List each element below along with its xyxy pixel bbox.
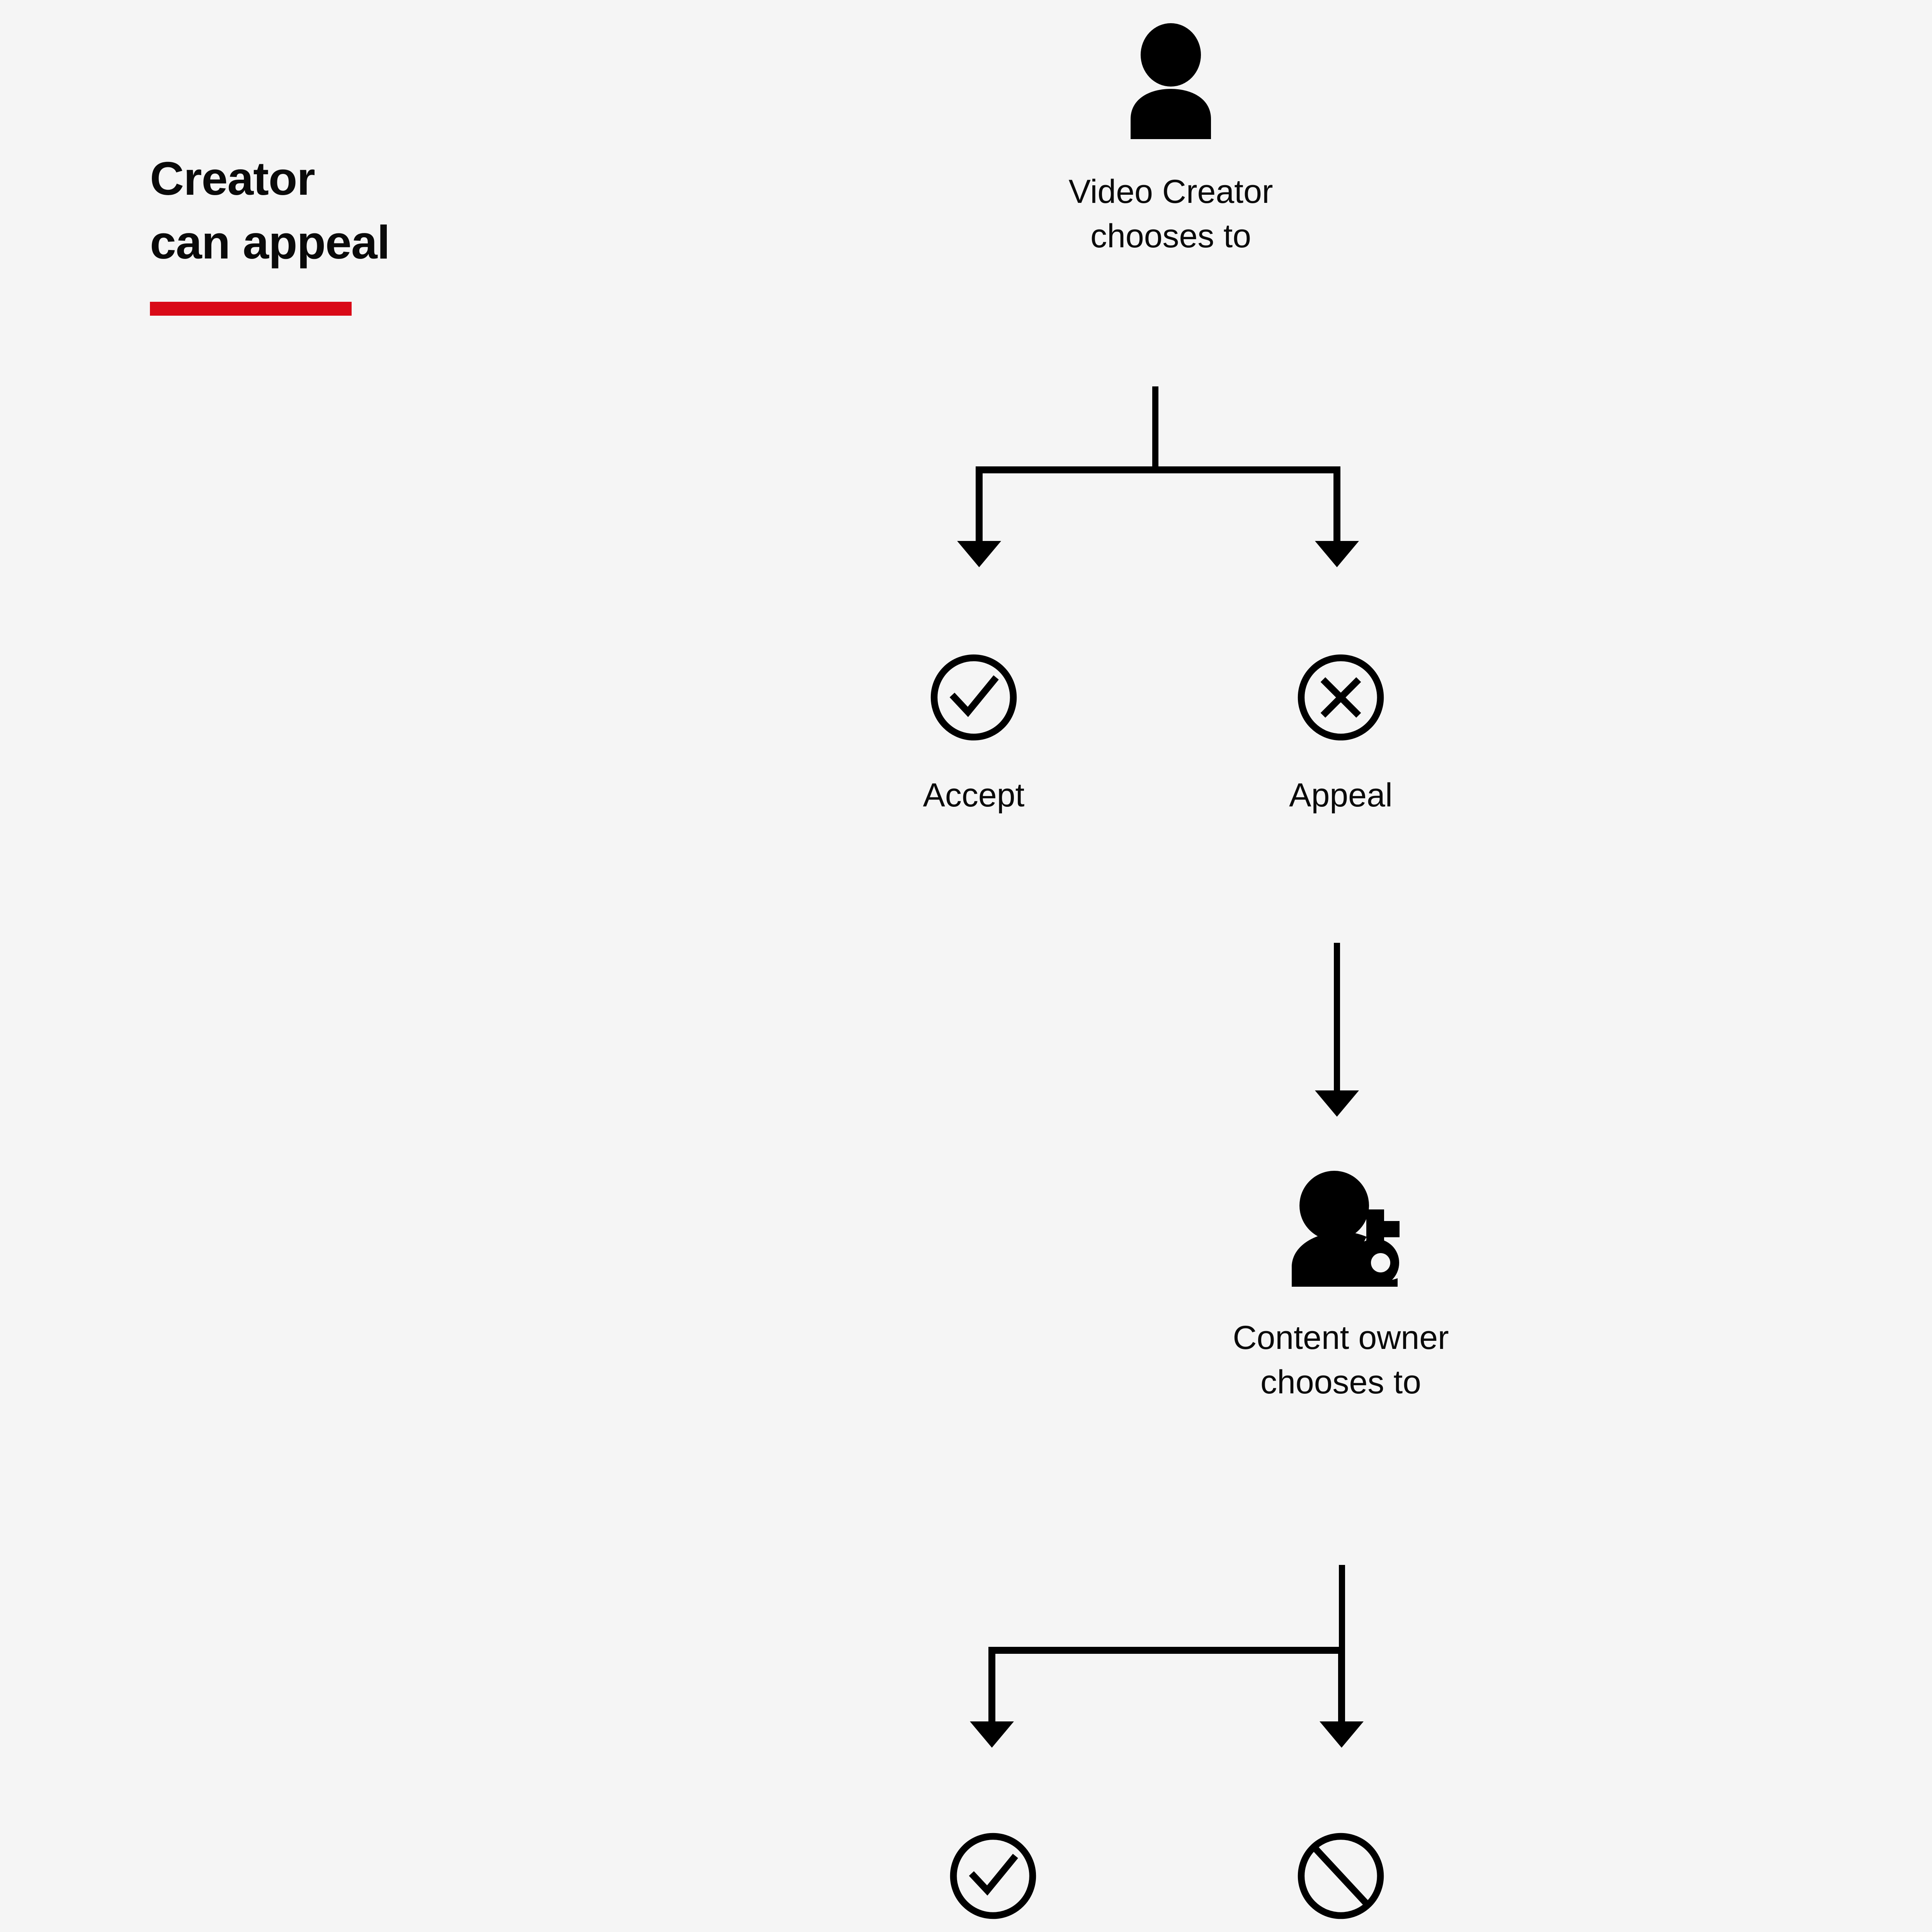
node-appeal: Appeal [1190, 649, 1492, 818]
check-circle-icon [815, 649, 1132, 748]
x-circle-icon [1190, 649, 1492, 748]
arrowhead-appeal-to-owner [1315, 1090, 1359, 1117]
connector-branch-2-left [988, 1647, 995, 1724]
node-accept-creator: Accept [815, 649, 1132, 818]
node-takedown-notice: File a copyright takedown notice [1117, 1828, 1565, 1932]
connector-appeal-to-owner [1334, 943, 1340, 1094]
arrowhead-branch-1-left [957, 541, 1001, 567]
check-circle-icon [838, 1828, 1148, 1926]
node-content-owner-label: Content owner chooses to [1233, 1319, 1449, 1401]
node-appeal-label: Appeal [1289, 777, 1393, 814]
connector-stem-owner [1339, 1565, 1345, 1647]
title-underline-rule [150, 302, 352, 316]
connector-bar-split-1 [976, 466, 1340, 473]
connector-branch-1-right [1333, 466, 1340, 544]
no-entry-icon [1117, 1828, 1565, 1926]
connector-stem-root [1152, 386, 1158, 467]
node-content-owner: Content owner chooses to [1117, 1171, 1565, 1405]
arrowhead-branch-1-right [1315, 541, 1359, 567]
connector-bar-split-2 [988, 1647, 1345, 1654]
page-title-line-2: can appeal [150, 216, 390, 269]
node-video-creator: Video Creator chooses to [947, 23, 1395, 259]
node-accept-owner: Accept [838, 1828, 1148, 1932]
arrowhead-branch-2-right [1320, 1721, 1364, 1748]
node-video-creator-label: Video Creator chooses to [1068, 173, 1273, 255]
connector-branch-1-left [976, 466, 983, 544]
arrowhead-branch-2-left [970, 1721, 1014, 1748]
person-with-key-icon [1117, 1171, 1565, 1289]
person-icon [947, 23, 1395, 141]
title-block: Creator can appeal [150, 147, 730, 316]
node-accept-creator-label: Accept [923, 777, 1025, 814]
page-title-line-1: Creator [150, 152, 315, 205]
connector-branch-2-right [1338, 1647, 1345, 1724]
